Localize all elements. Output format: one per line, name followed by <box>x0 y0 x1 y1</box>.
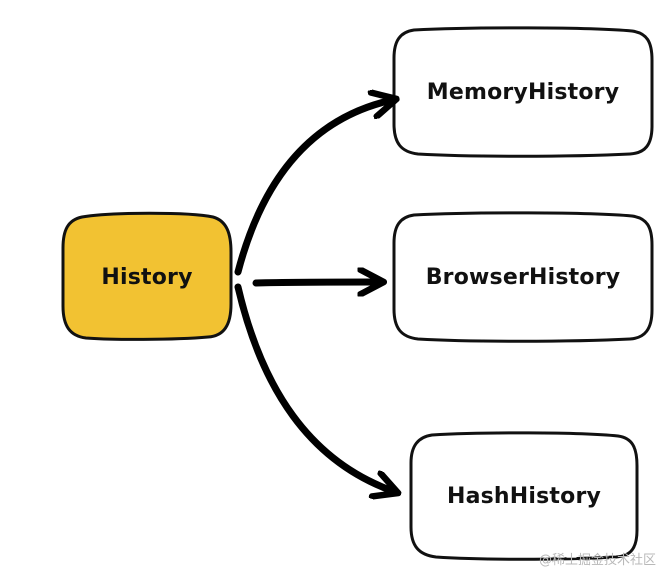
arrow-to-browser-history <box>252 282 375 283</box>
hash-history-node-box <box>409 431 639 561</box>
memory-history-node-box <box>392 26 654 158</box>
arrow-to-memory-history <box>234 101 388 276</box>
history-node-box <box>61 211 233 341</box>
arrow-to-hash-history <box>234 283 390 490</box>
browser-history-node-box <box>392 211 654 343</box>
watermark-text: @稀土掘金技术社区 <box>538 553 656 568</box>
